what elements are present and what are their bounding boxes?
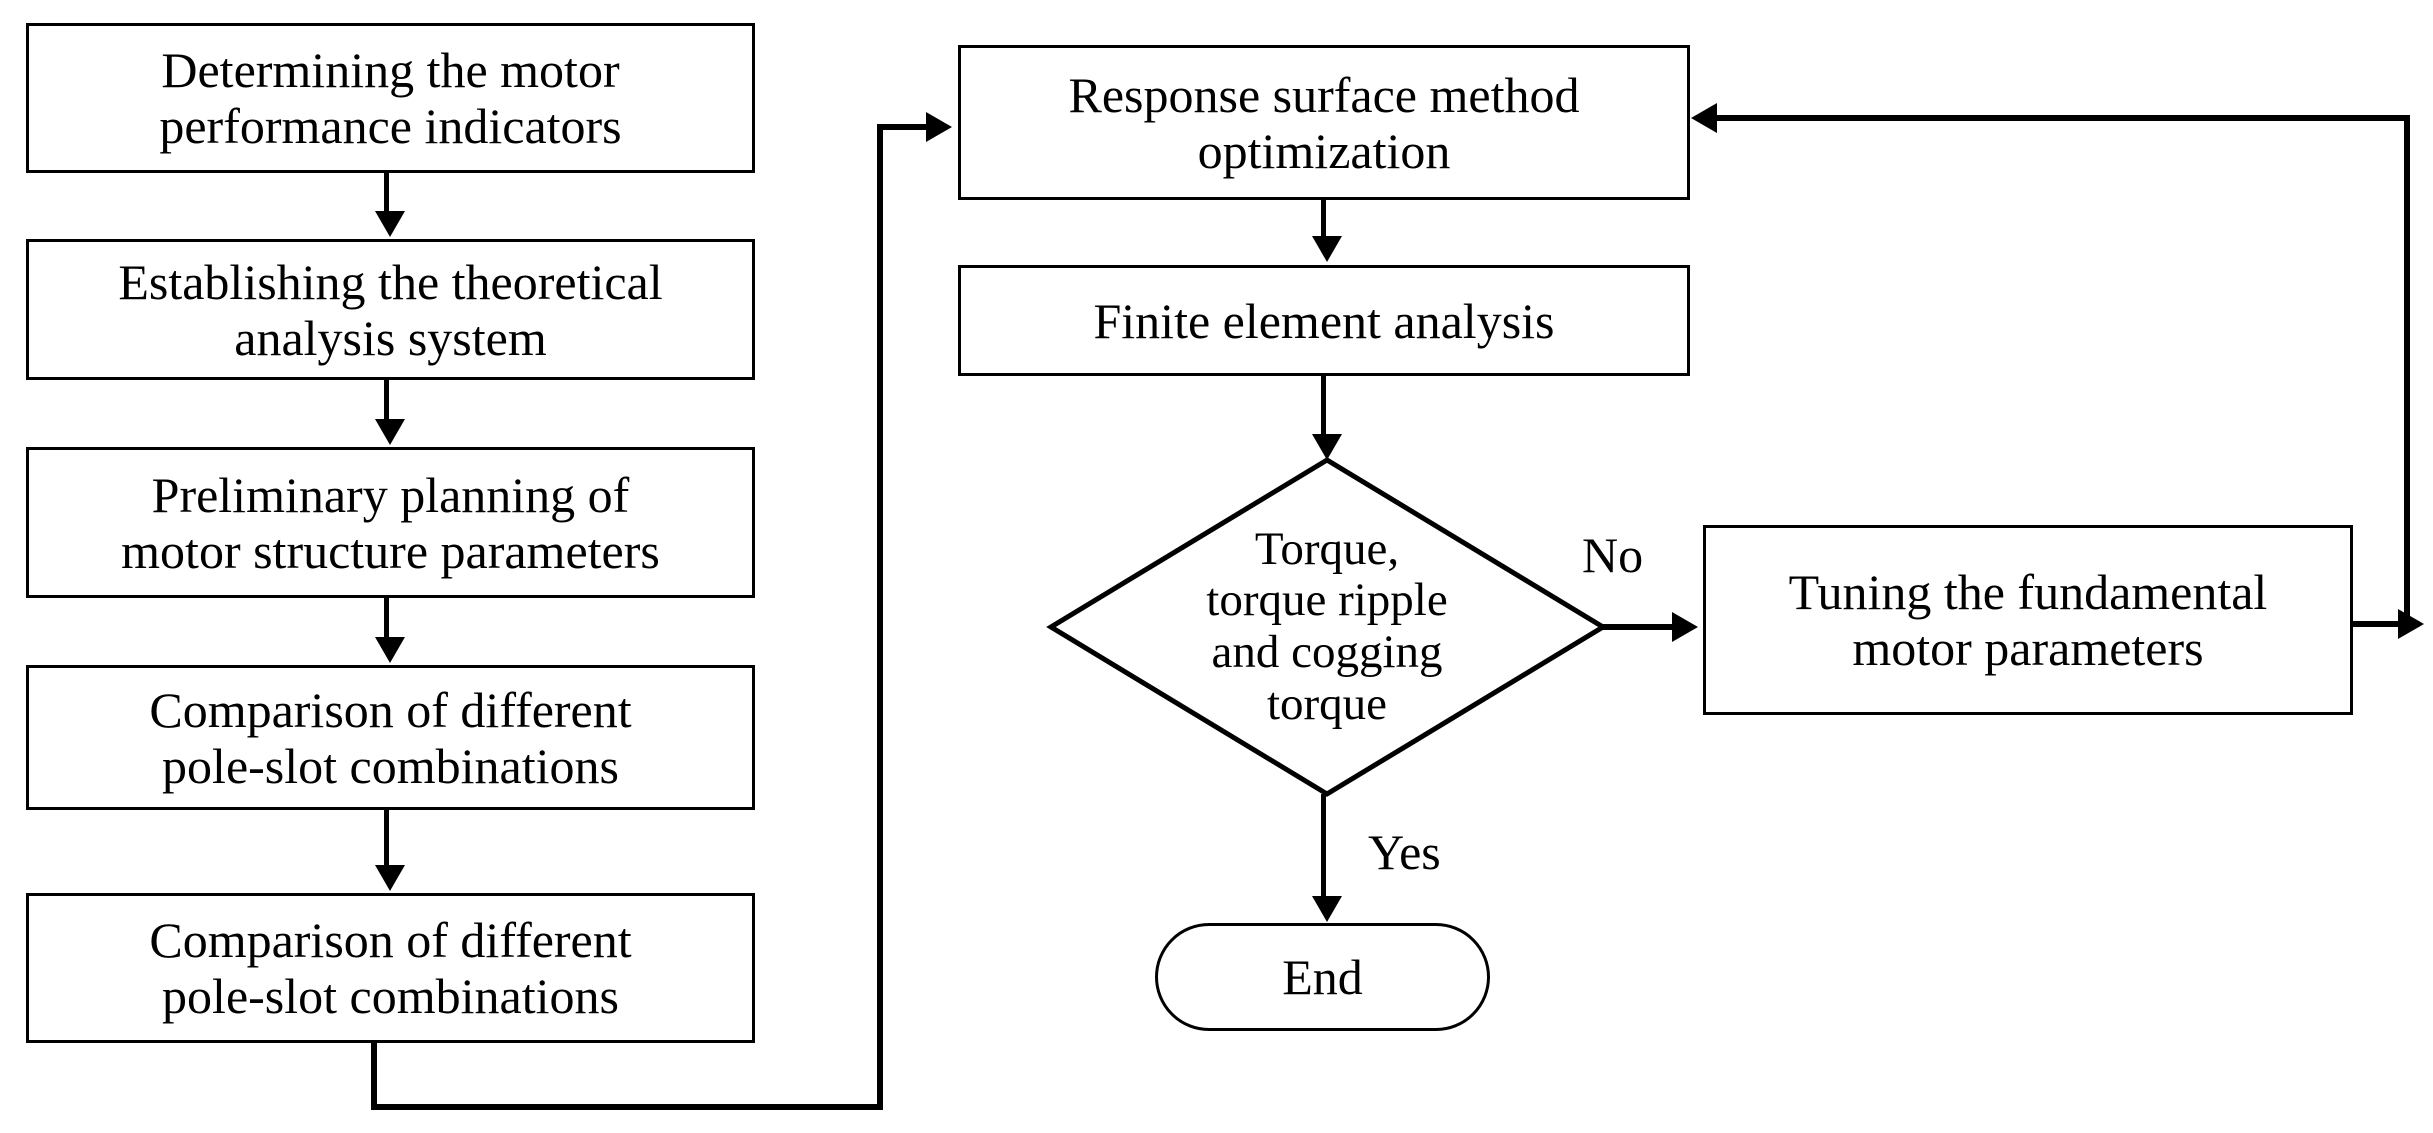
node-establishing-theoretical-analysis-system: Establishing the theoretical analysis sy… xyxy=(26,239,755,380)
node-label: Preliminary planning of motor structure … xyxy=(115,467,666,579)
node-text-line: performance indicators xyxy=(159,98,622,154)
arrowhead-n2-n3 xyxy=(375,419,405,445)
edge-label-yes: Yes xyxy=(1368,824,1441,880)
node-text-line: End xyxy=(1282,949,1363,1005)
edge-n8-n10 xyxy=(1321,794,1326,899)
edge-n9-n6-segment-right xyxy=(2353,621,2409,627)
arrowhead-n8-n10 xyxy=(1312,896,1342,922)
arrowhead-n8-n9 xyxy=(1672,612,1698,642)
node-label: Comparison of different pole-slot combin… xyxy=(143,682,637,794)
node-text-line: Finite element analysis xyxy=(1093,292,1555,349)
node-text-line: Response surface method xyxy=(1068,66,1580,123)
node-text-line: Comparison of different xyxy=(149,681,632,738)
node-determining-motor-performance-indicators: Determining the motor performance indica… xyxy=(26,23,755,173)
node-label: Torque, torque ripple and cogging torque xyxy=(1048,457,1606,797)
edge-n5-n6-segment-into xyxy=(877,124,929,130)
node-text-line: and cogging xyxy=(1211,626,1443,678)
node-text-line: Torque, xyxy=(1254,522,1400,575)
node-label: Establishing the theoretical analysis sy… xyxy=(112,254,668,366)
edge-n9-n6-segment-up xyxy=(2404,115,2410,627)
node-label: Comparison of different pole-slot combin… xyxy=(143,912,637,1024)
node-finite-element-analysis: Finite element analysis xyxy=(958,265,1690,376)
node-end-terminator: End xyxy=(1155,923,1490,1031)
node-text-line: Establishing the theoretical xyxy=(118,253,663,310)
arrowhead-n1-n2 xyxy=(375,211,405,237)
node-text-line: analysis system xyxy=(234,309,547,366)
arrowhead-n3-n4 xyxy=(375,637,405,663)
edge-n8-n9 xyxy=(1603,624,1676,630)
arrowhead-n9-n6 xyxy=(1691,103,1717,133)
node-comparison-pole-slot-combinations-1: Comparison of different pole-slot combin… xyxy=(26,665,755,810)
node-text-line: pole-slot combinations xyxy=(162,968,619,1024)
node-decision-torque-checks: Torque, torque ripple and cogging torque xyxy=(1046,457,1608,797)
arrowhead-n9-exit xyxy=(2398,609,2424,639)
edge-n2-n3 xyxy=(384,380,389,421)
arrowhead-n5-n6 xyxy=(926,112,952,142)
node-text-line: Determining the motor xyxy=(161,42,620,98)
node-label: Tuning the fundamental motor parameters xyxy=(1783,564,2274,676)
arrowhead-n6-n7 xyxy=(1312,236,1342,262)
node-text-line: pole-slot combinations xyxy=(162,737,619,794)
edge-n5-n6-segment-up xyxy=(877,124,883,1110)
node-comparison-pole-slot-combinations-2: Comparison of different pole-slot combin… xyxy=(26,893,755,1043)
node-text-line: Preliminary planning of xyxy=(151,466,630,523)
edge-n9-n6-segment-back xyxy=(1717,115,2410,121)
node-preliminary-planning-motor-structure-parameters: Preliminary planning of motor structure … xyxy=(26,447,755,598)
node-text-line: motor parameters xyxy=(1852,620,2204,676)
edge-n3-n4 xyxy=(384,598,389,639)
arrowhead-n4-n5 xyxy=(375,865,405,891)
node-text-line: torque ripple xyxy=(1206,574,1448,627)
edge-n5-n6-segment-down xyxy=(371,1043,377,1110)
edge-n7-n8 xyxy=(1321,376,1326,438)
edge-n1-n2 xyxy=(384,173,389,213)
edge-n6-n7 xyxy=(1321,200,1326,238)
node-text-line: Tuning the fundamental xyxy=(1788,564,2268,620)
node-label: Finite element analysis xyxy=(1087,293,1560,349)
node-text-line: Comparison of different xyxy=(149,912,632,968)
node-label: Determining the motor performance indica… xyxy=(153,42,627,154)
node-label: Response surface method optimization xyxy=(1063,67,1586,179)
node-text-line: optimization xyxy=(1197,122,1451,179)
diamond-shape xyxy=(1046,457,1608,797)
node-label: End xyxy=(1276,949,1369,1005)
edge-label-no: No xyxy=(1582,527,1644,583)
arrowhead-n7-n8 xyxy=(1312,434,1342,460)
edge-n4-n5 xyxy=(384,810,389,867)
edge-n5-n6-segment-right xyxy=(371,1104,883,1110)
node-tuning-fundamental-motor-parameters: Tuning the fundamental motor parameters xyxy=(1703,525,2353,715)
node-text-line: motor structure parameters xyxy=(121,522,660,579)
node-text-line: torque xyxy=(1266,677,1388,730)
node-response-surface-method-optimization: Response surface method optimization xyxy=(958,45,1690,200)
